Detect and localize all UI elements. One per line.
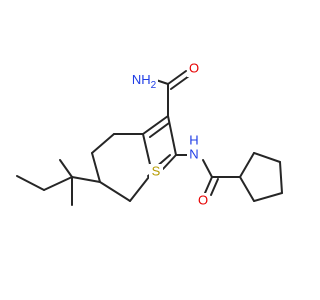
bond-c4-c3	[91, 133, 115, 154]
bond-c5-c6	[142, 115, 169, 135]
bond-c5-c6-double	[149, 122, 170, 138]
bond-c2-c1	[99, 181, 131, 202]
carbonyl-oxygen-top-label: O	[189, 60, 199, 75]
bond-cq-ch2	[43, 176, 73, 191]
carbonyl-oxygen-bottom-label: O	[198, 192, 208, 207]
nh2-label: NH2	[132, 72, 157, 90]
bond-c6-c7	[167, 115, 177, 156]
bond-camide-o-double	[170, 75, 190, 90]
bond-cp1-cp2	[239, 152, 255, 178]
molecule-diagram: NH2 O N H O S	[16, 60, 283, 209]
bond-c2-cq	[71, 176, 101, 183]
atom-labels: NH2 O N H O S	[132, 60, 210, 209]
bond-c1-c8	[129, 172, 153, 202]
bond-cq-me1	[59, 159, 73, 178]
bond-cp3-cp4	[279, 161, 283, 194]
bond-cp5-cp1	[239, 176, 255, 202]
bond-cp2-cp3	[253, 152, 281, 163]
bond-c3-c2	[91, 152, 101, 183]
sulfur-label: S	[152, 163, 161, 178]
bond-camide-o	[167, 70, 187, 85]
bond-skeleton	[16, 70, 283, 206]
bond-nh-co	[202, 159, 213, 178]
bond-co-o	[204, 176, 213, 194]
bond-co-o-double	[210, 178, 219, 196]
amide-hydrogen-label: H	[189, 132, 198, 147]
bond-cp4-cp5	[253, 192, 283, 202]
bond-c7-s	[162, 154, 177, 170]
amide-nitrogen-label: N	[189, 146, 198, 161]
bond-ch2-ch3	[16, 175, 45, 191]
